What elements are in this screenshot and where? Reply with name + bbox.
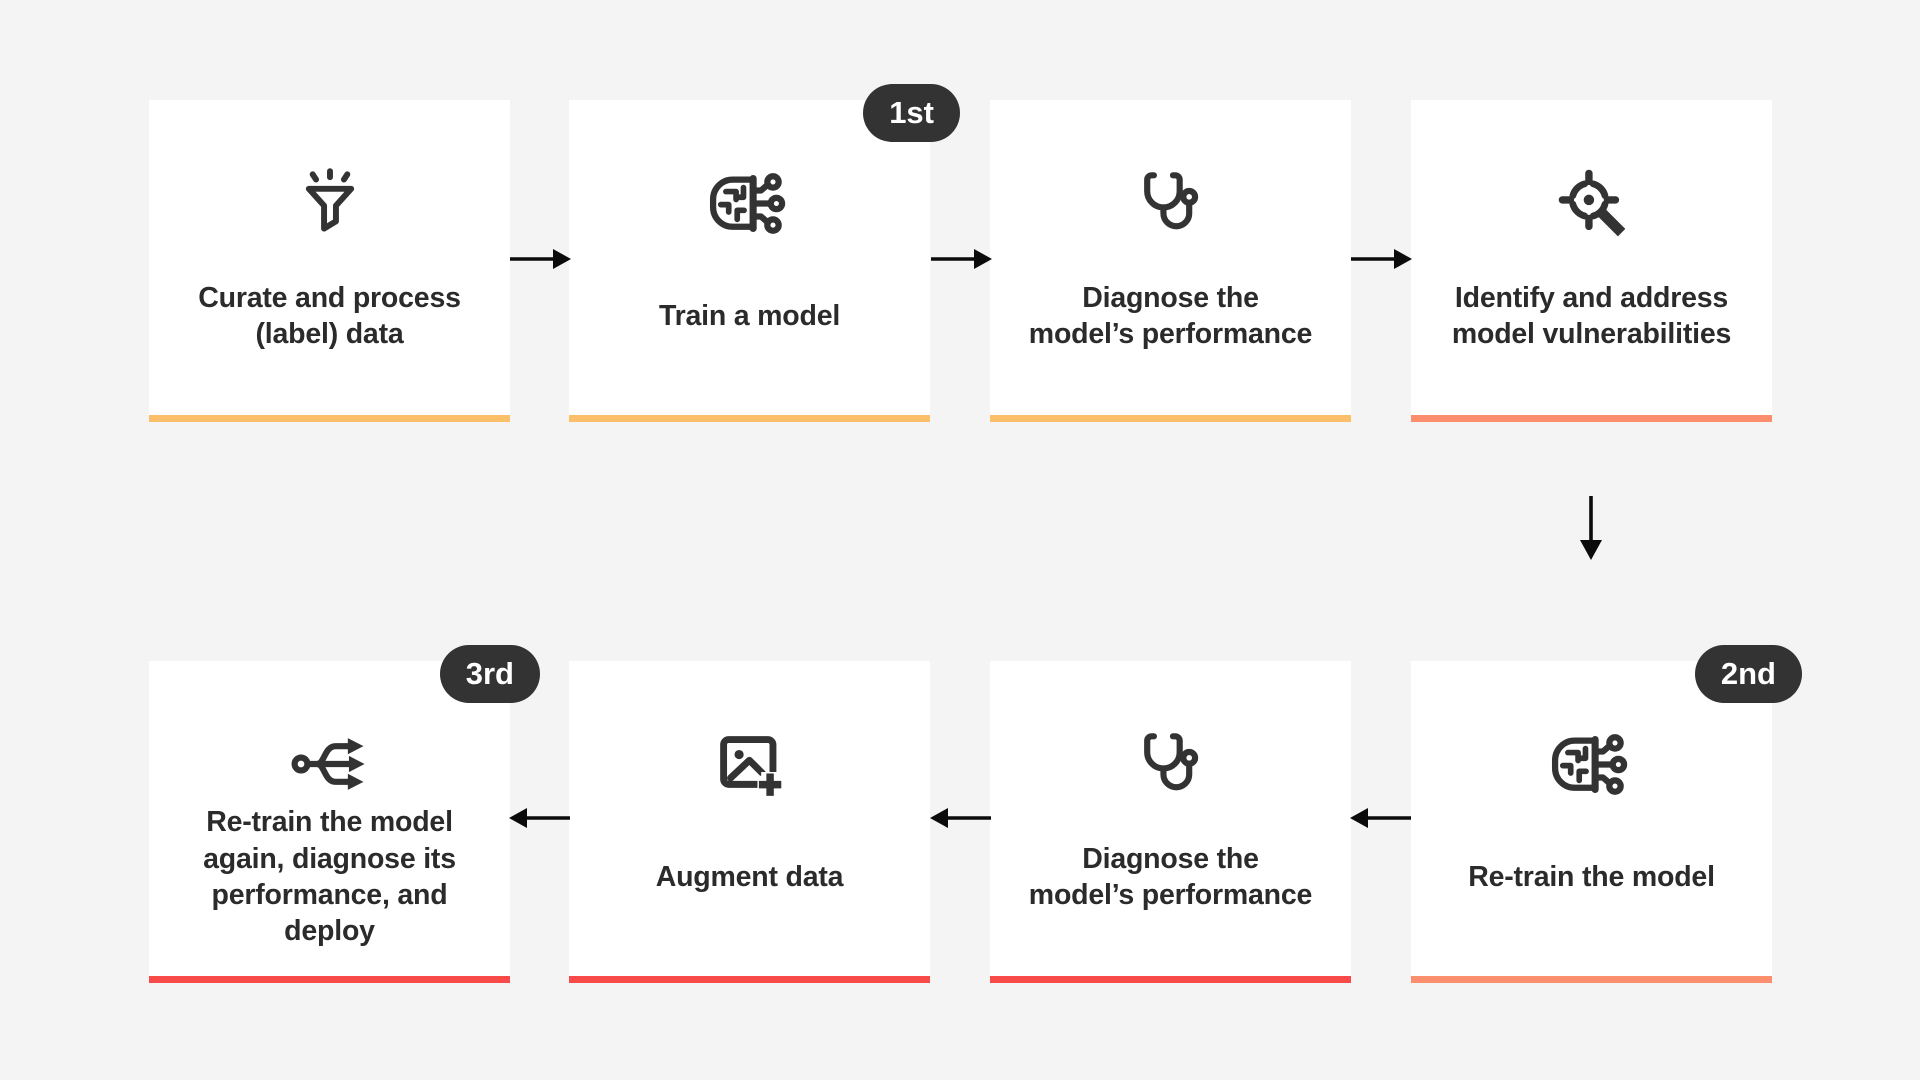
stethoscope-icon xyxy=(1140,729,1202,799)
card-label: Diagnose the model’s performance xyxy=(1028,842,1313,911)
stethoscope-icon xyxy=(1140,168,1202,238)
arrow-right-icon xyxy=(1350,247,1412,271)
card-label: Re-train the model xyxy=(1468,860,1715,893)
arrow-right-icon xyxy=(930,247,992,271)
card-retrain-deploy: 3rd Re-train the model again, diagnose i… xyxy=(149,645,540,983)
card-label: Augment data xyxy=(655,860,844,893)
arrow-right-icon xyxy=(509,247,571,271)
card-label: Curate and process (label) data xyxy=(198,281,461,350)
arrow-left-icon xyxy=(509,806,571,830)
image-plus-icon xyxy=(715,731,785,797)
badge-3rd: 3rd xyxy=(439,645,540,703)
badge-2nd: 2nd xyxy=(1694,645,1802,703)
split-arrows-icon xyxy=(291,736,369,792)
card-augment-data: Augment data xyxy=(569,661,930,983)
card-train-model: 1st Train a model xyxy=(569,84,960,422)
arrow-left-icon xyxy=(1350,806,1412,830)
card-diagnose-performance-1: Diagnose the model’s performance xyxy=(990,100,1351,422)
brain-circuit-icon xyxy=(706,172,794,235)
arrow-down-icon xyxy=(1578,494,1604,562)
target-search-icon xyxy=(1555,166,1629,240)
card-label: Train a model xyxy=(658,299,841,332)
card-diagnose-performance-2: Diagnose the model’s performance xyxy=(990,661,1351,983)
arrow-left-icon xyxy=(930,806,992,830)
card-retrain-model: 2nd Re-train the model xyxy=(1411,645,1802,983)
card-curate-data: Curate and process (label) data xyxy=(149,100,510,422)
funnel-sparks-icon xyxy=(299,168,361,238)
card-label: Re-train the model again, diagnose its p… xyxy=(203,806,456,948)
brain-circuit-icon xyxy=(1548,733,1636,796)
card-identify-vulnerabilities: Identify and address model vulnerabiliti… xyxy=(1411,100,1772,422)
card-label: Identify and address model vulnerabiliti… xyxy=(1451,281,1732,350)
badge-1st: 1st xyxy=(863,84,960,142)
card-label: Diagnose the model’s performance xyxy=(1028,281,1313,350)
